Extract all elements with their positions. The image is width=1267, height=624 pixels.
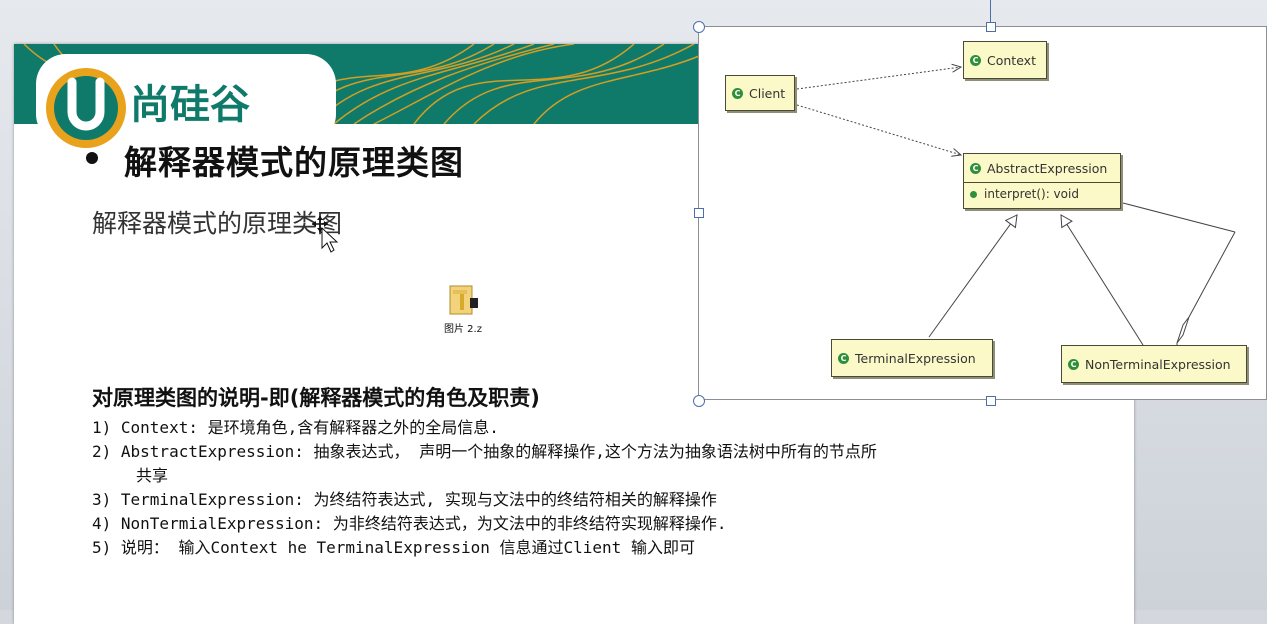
resize-handle-bottom[interactable] [986,396,996,406]
rotate-handle[interactable] [693,21,705,33]
class-nonterminal-expression[interactable]: C NonTerminalExpression [1061,345,1247,383]
list-item: 5) 说明： 输入Context he TerminalExpression 信… [92,538,695,557]
bullet-dot [86,152,98,164]
class-name: Client [749,85,786,101]
class-icon: C [970,54,981,66]
file-label[interactable]: 图片 2.z [444,324,482,335]
uml-diagram-image[interactable]: C Client C Context C AbstractExpression int… [698,26,1267,400]
resize-handle-top[interactable] [986,22,996,32]
logo-text: 尚硅谷 [130,82,250,128]
class-terminal-expression[interactable]: C TerminalExpression [831,339,993,377]
class-icon: C [1068,358,1079,370]
move-cursor-icon [312,216,339,253]
class-abstract-expression[interactable]: C AbstractExpression interpret(): void [963,153,1121,209]
class-name: NonTerminalExpression [1085,356,1231,372]
rotate-stem [990,0,991,22]
list-item: 2) AbstractExpression: 抽象表达式， 声明一个抽象的解释操… [92,442,877,461]
class-context[interactable]: C Context [963,41,1047,79]
class-icon: C [732,87,743,99]
logo-u-icon [36,54,336,148]
class-name: AbstractExpression [987,160,1108,176]
slide-subtitle[interactable]: 解释器模式的原理类图 [92,209,343,238]
list-item: 4) NonTermialExpression: 为非终结符表达式，为文法中的非… [92,514,727,533]
resize-handle-left[interactable] [694,208,704,218]
relationship-lines [796,27,1236,347]
class-client[interactable]: C Client [725,75,795,111]
class-icon: C [970,162,981,174]
list-item: 1) Context: 是环境角色,含有解释器之外的全局信息. [92,418,499,437]
folder-zip-icon[interactable] [448,284,488,334]
class-name: TerminalExpression [855,350,976,366]
explanation-list[interactable]: 1) Context: 是环境角色,含有解释器之外的全局信息. 2) Abstr… [92,416,1082,560]
list-item: 共享 [136,466,169,485]
list-item: 3) TerminalExpression: 为终结符表达式, 实现与文法中的终… [92,490,717,509]
slide-title[interactable]: 解释器模式的原理类图 [124,143,464,182]
method-icon [970,190,977,198]
explanation-heading[interactable]: 对原理类图的说明-即(解释器模式的角色及职责) [92,386,540,410]
class-name: Context [987,52,1036,68]
method-name: interpret(): void [984,187,1079,201]
resize-handle-bottom-left[interactable] [693,395,705,407]
class-icon: C [838,352,849,364]
